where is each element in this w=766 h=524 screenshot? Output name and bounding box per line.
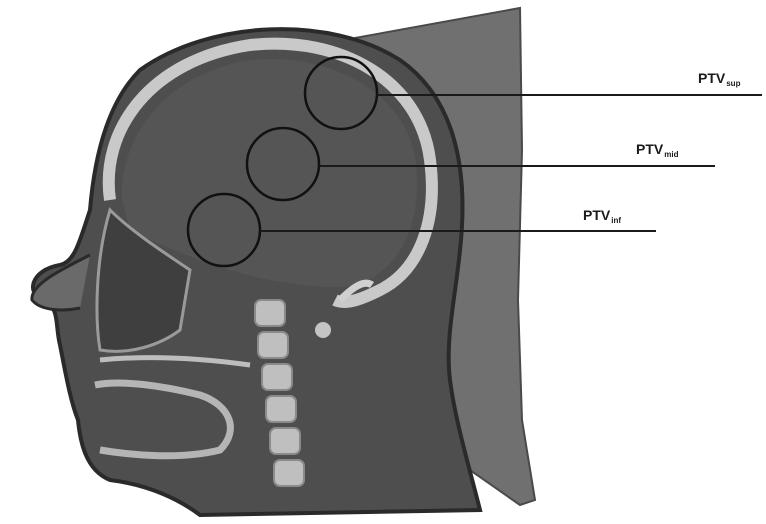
ptv-mid-label: PTVmid (636, 141, 678, 159)
ptv-sup-subscript: sup (726, 79, 740, 88)
ptv-inf-subscript: inf (611, 216, 621, 225)
ptv-sup-base: PTV (698, 70, 725, 86)
ptv-sup-label: PTVsup (698, 70, 740, 88)
ptv-inf-base: PTV (583, 207, 610, 223)
ptv-mid-base: PTV (636, 141, 663, 157)
ptv-mid-subscript: mid (664, 150, 678, 159)
ptv-inf-label: PTVinf (583, 207, 621, 225)
spinal-process (315, 322, 331, 338)
